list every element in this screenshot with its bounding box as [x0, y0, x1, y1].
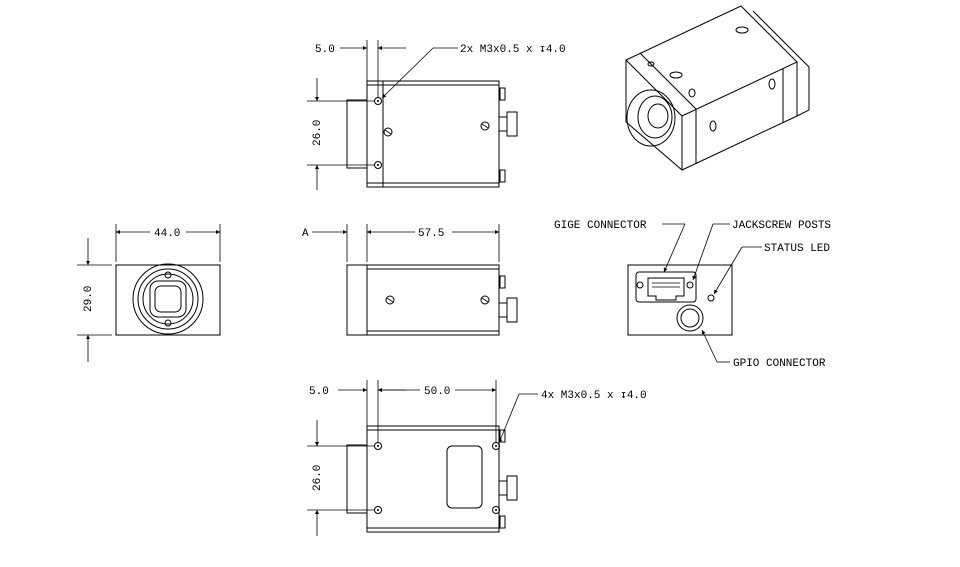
top-view-body [366, 80, 500, 188]
bottom-view-body [366, 425, 500, 533]
front-sensor [149, 280, 187, 318]
screw-hole-icon [385, 295, 395, 305]
screw-hole-icon [492, 442, 500, 450]
top-view: 5.0 2x M3x0.5 x ↧4.0 26.0 [307, 40, 566, 190]
side-dim-length: 57.5 [418, 228, 444, 240]
front-dim-width: 44.0 [154, 228, 180, 240]
screw-hole-icon [709, 120, 717, 132]
led-icon [707, 294, 715, 302]
side-view-lens [346, 264, 368, 336]
screw-hole-icon [669, 71, 683, 79]
rear-view-body [627, 264, 733, 336]
screw-hole-icon [164, 271, 172, 279]
side-view: A 57.5 [302, 224, 518, 336]
top-view-connector [506, 111, 518, 137]
screw-hole-icon [383, 127, 393, 137]
rear-status-label: STATUS LED [764, 243, 830, 255]
bottom-dim-length: 50.0 [424, 386, 450, 398]
bottom-view: 5.0 50.0 4x M3x0.5 x ↧4.0 26.0 [307, 380, 647, 536]
side-view-body [366, 264, 500, 336]
bottom-view-label-plate [446, 445, 483, 509]
screw-hole-icon [735, 26, 749, 34]
bottom-view-lens [346, 444, 368, 514]
screw-hole-icon [480, 121, 490, 131]
screw-hole-icon [636, 281, 644, 289]
screw-hole-icon [374, 442, 382, 450]
iso-top-face [625, 5, 798, 117]
circular-connector-icon [676, 304, 704, 332]
iso-lens [626, 89, 676, 147]
front-dim-height: 29.0 [83, 286, 95, 312]
screw-hole-icon [374, 161, 382, 169]
bottom-dim-offset: 5.0 [309, 386, 329, 398]
top-dim-height: 26.0 [312, 120, 324, 146]
front-view: 44.0 29.0 [77, 224, 221, 362]
screw-hole-icon [374, 97, 382, 105]
screw-hole-icon [768, 78, 776, 90]
screw-hole-icon [686, 281, 694, 289]
screw-hole-icon [492, 506, 500, 514]
rear-gige-label: GIGE CONNECTOR [554, 220, 647, 232]
bottom-dim-height: 26.0 [312, 465, 324, 491]
side-datum-label: A [302, 228, 309, 240]
screw-hole-icon [374, 506, 382, 514]
rear-view: GIGE CONNECTOR JACKSCREW POSTS STATUS LE… [554, 220, 831, 370]
screw-hole-icon [480, 295, 490, 305]
rear-jackscrew-label: JACKSCREW POSTS [732, 220, 831, 232]
rj45-icon [635, 271, 697, 303]
isometric-view [625, 5, 810, 172]
bottom-hole-note: 4x M3x0.5 x ↧4.0 [541, 390, 647, 402]
top-dim-offset: 5.0 [315, 44, 335, 56]
top-hole-note: 2x M3x0.5 x ↧4.0 [460, 44, 566, 56]
front-lens-outer [132, 263, 204, 335]
screw-hole-icon [164, 319, 172, 327]
top-view-lens [346, 99, 368, 169]
front-view-body [115, 264, 221, 336]
rear-gpio-label: GPIO CONNECTOR [733, 358, 826, 370]
